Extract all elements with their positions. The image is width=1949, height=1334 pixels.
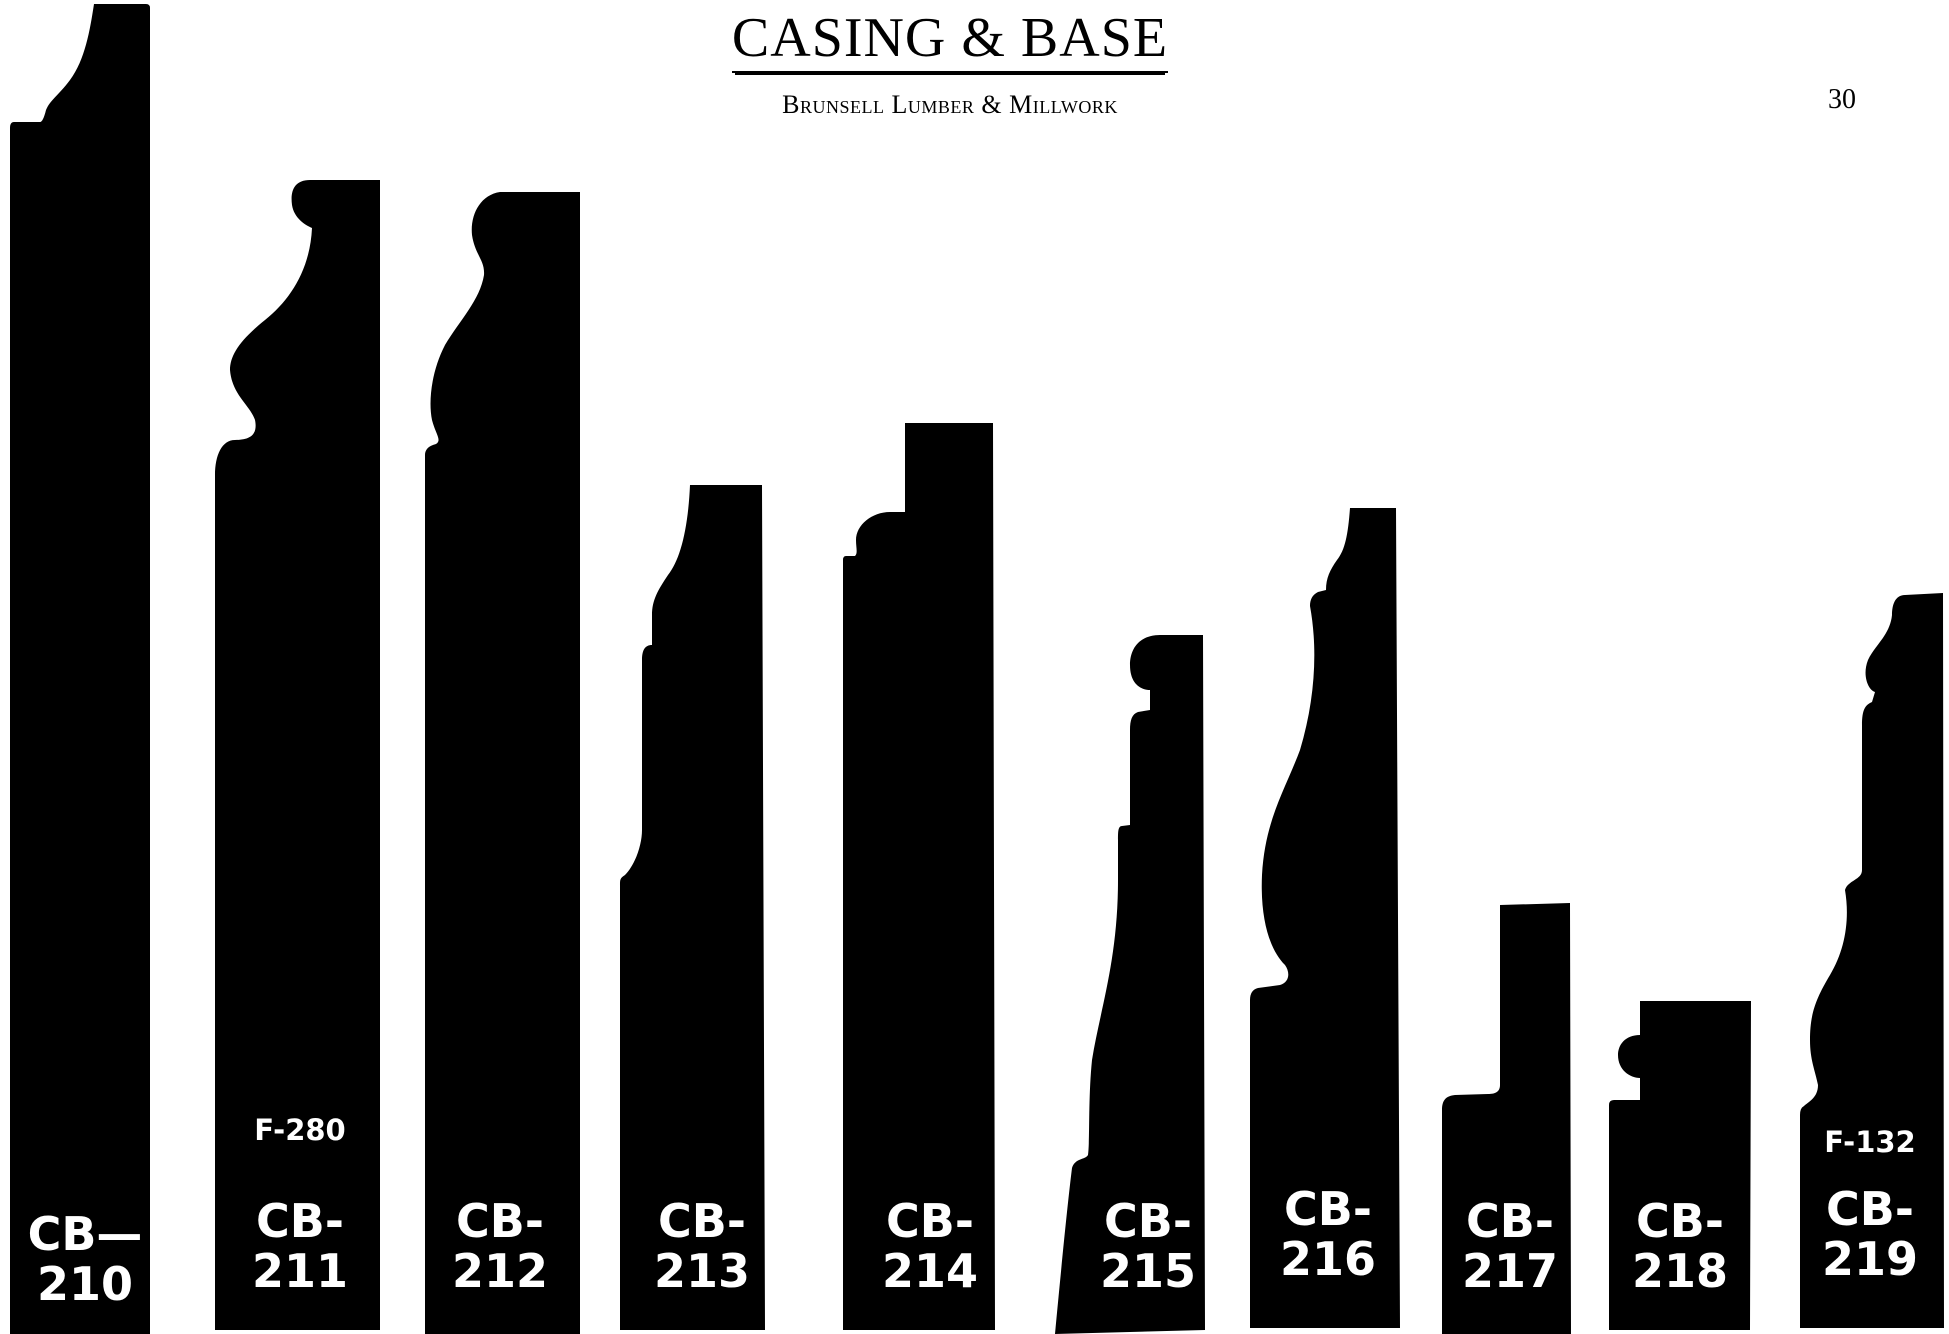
profile-cb-212-label: CB- 212 [430, 1194, 570, 1298]
profile-cb-218-label: CB- 218 [1610, 1194, 1750, 1298]
profile-cb-215-line1: CB- [1104, 1194, 1192, 1248]
page-subtitle: Brunsell Lumber & Millwork [782, 90, 1118, 119]
profile-cb-214-label: CB- 214 [860, 1194, 1000, 1298]
profile-cb-217-label: CB- 217 [1440, 1194, 1580, 1298]
profile-cb-210-label: CB— 210 [20, 1207, 150, 1311]
profile-cb-217-shape [1442, 903, 1571, 1334]
profile-cb-218-line1: CB- [1636, 1194, 1724, 1248]
profile-cb-218-shape [1609, 1001, 1751, 1330]
profile-cb-216-label: CB- 216 [1258, 1182, 1398, 1286]
profile-cb-215-line2: 215 [1099, 1243, 1197, 1298]
profile-cb-216-line2: 216 [1279, 1231, 1377, 1286]
profile-cb-214-line1: CB- [886, 1194, 974, 1248]
profile-cb-211-line1: CB- [256, 1194, 344, 1248]
profile-cb-210-shape [10, 4, 150, 1334]
profile-cb-215-shape [1055, 635, 1205, 1334]
profile-cb-212-line2: 212 [451, 1243, 549, 1298]
profile-cb-211-line2: 211 [251, 1243, 349, 1298]
profile-cb-210-line2: 210 [36, 1256, 134, 1311]
profile-cb-218-line2: 218 [1631, 1243, 1729, 1298]
page-number: 30 [1828, 84, 1856, 115]
profile-cb-216-line1: CB- [1284, 1182, 1372, 1236]
profile-cb-217-line1: CB- [1466, 1194, 1554, 1248]
profile-cb-219-line1: CB- [1826, 1182, 1914, 1236]
profile-cb-210-line1: CB— [27, 1207, 143, 1261]
profile-cb-215-label: CB- 215 [1078, 1194, 1218, 1298]
page-title-text: CASING & BASE [731, 7, 1169, 73]
profile-cb-212-line1: CB- [456, 1194, 544, 1248]
profile-cb-214-shape [843, 423, 995, 1330]
profile-cb-219-label: CB- 219 [1800, 1182, 1940, 1286]
profile-cb-219-shape [1800, 593, 1944, 1328]
profile-cb-213-line1: CB- [658, 1194, 746, 1248]
profile-cb-219-note: F-132 [1824, 1125, 1916, 1159]
profile-cb-213-line2: 213 [653, 1243, 751, 1298]
profile-cb-217-line2: 217 [1461, 1243, 1559, 1298]
profile-cb-213-shape [620, 485, 765, 1330]
profile-cb-213-label: CB- 213 [632, 1194, 772, 1298]
profile-cb-216-shape [1250, 508, 1400, 1328]
profile-cb-211-label: CB- 211 [230, 1194, 370, 1298]
profile-cb-214-line2: 214 [881, 1243, 979, 1298]
profile-cb-212-shape [425, 192, 580, 1334]
profile-cb-211-shape [215, 180, 380, 1330]
profile-cb-219-line2: 219 [1821, 1231, 1919, 1286]
page-title: CASING & BASE [0, 6, 1900, 73]
profile-cb-211-note: F-280 [254, 1113, 346, 1147]
